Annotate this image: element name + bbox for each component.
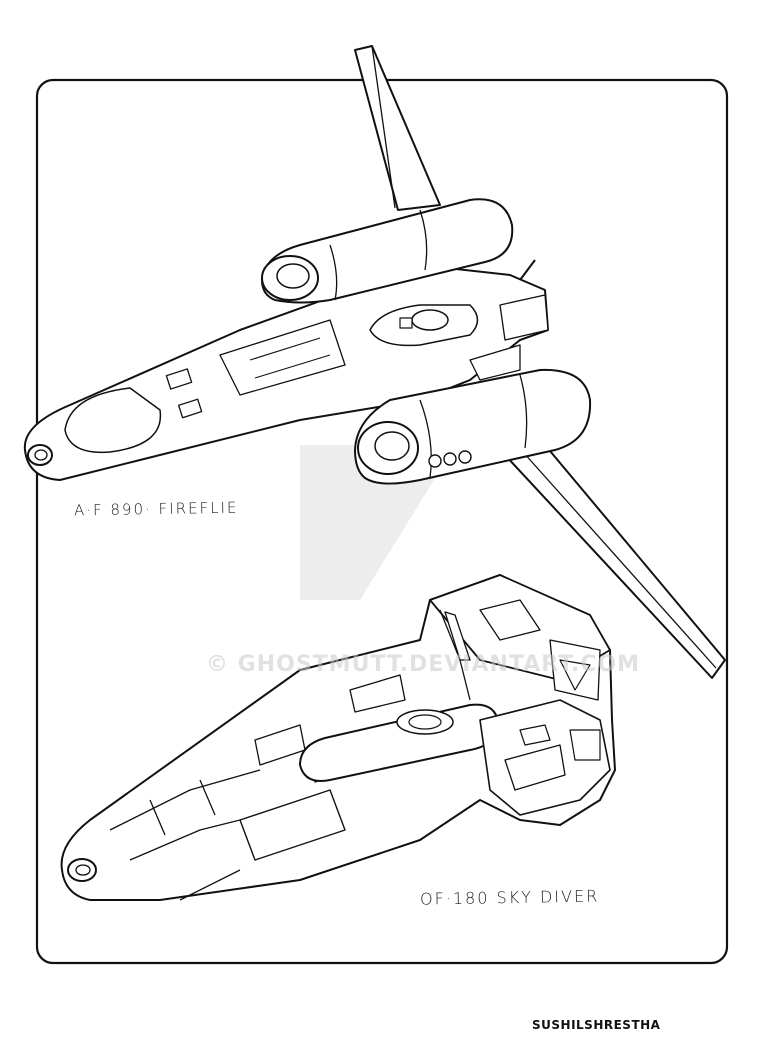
watermark-text: © GHOSTMUTT.DEVIANTART.COM (206, 652, 640, 677)
fireflie-label: A·F 890· FIREFLIE (73, 498, 239, 520)
watermark-logo (300, 445, 440, 600)
fireflie-ship-drawing (23, 45, 726, 679)
skydiver-ship-drawing (60, 574, 616, 901)
skydiver-label: OF·180 SKY DIVER (419, 886, 600, 909)
artist-signature: SUSHILSHRESTHA (532, 1018, 661, 1032)
